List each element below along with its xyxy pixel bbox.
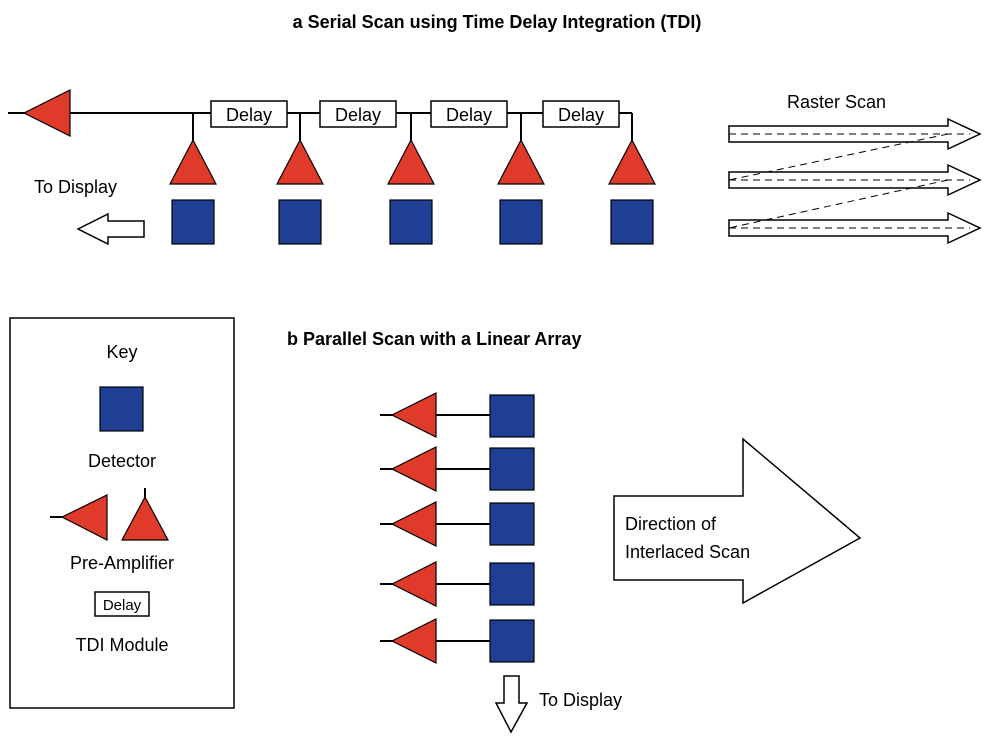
detector-chain	[276, 113, 324, 245]
detector-chain	[608, 113, 656, 245]
detector	[489, 619, 535, 663]
pre-amplifier	[497, 138, 545, 185]
key-amplifier-up-icon	[120, 488, 170, 541]
direction-label-line1: Direction of	[625, 514, 717, 534]
delay-module: Delay	[319, 100, 397, 128]
pre-amplifier	[169, 138, 217, 185]
delay-label: Delay	[226, 105, 272, 125]
detector	[389, 199, 433, 245]
pre-amplifier	[608, 138, 656, 185]
direction-label-line2: Interlaced Scan	[625, 542, 750, 562]
array-element	[380, 618, 535, 664]
interlaced-scan-arrow	[613, 437, 862, 605]
raster-scan-arrows	[728, 117, 982, 245]
pre-amplifier	[390, 446, 437, 492]
output-pre-amplifier	[22, 89, 71, 137]
key-tdi-module-label: TDI Module	[75, 635, 168, 655]
panel-a-title: a Serial Scan using Time Delay Integrati…	[293, 12, 702, 32]
array-element	[380, 501, 535, 547]
delay-label: Delay	[446, 105, 492, 125]
detector	[610, 199, 654, 245]
to-display-arrow-down	[494, 675, 529, 734]
detector	[499, 199, 543, 245]
delay-module: Delay	[430, 100, 508, 128]
key-detector-icon	[99, 386, 144, 432]
pre-amplifier	[390, 618, 437, 664]
detector	[278, 199, 322, 245]
delay-label: Delay	[335, 105, 381, 125]
pre-amplifier	[390, 561, 437, 607]
detector	[489, 502, 535, 546]
delay-label: Delay	[558, 105, 604, 125]
array-element	[380, 561, 535, 607]
detector	[489, 562, 535, 606]
raster-scan-label: Raster Scan	[787, 92, 886, 112]
detector-chain	[387, 113, 435, 245]
array-element	[380, 446, 535, 492]
pre-amplifier	[276, 138, 324, 185]
detector-chain	[169, 113, 217, 245]
delay-module: Delay	[542, 100, 620, 128]
to-display-arrow-left	[76, 212, 145, 246]
pre-amplifier	[387, 138, 435, 185]
array-element	[380, 392, 535, 438]
key-detector-label: Detector	[88, 451, 156, 471]
linear-array	[380, 392, 535, 664]
key-pre-amplifier-label: Pre-Amplifier	[70, 553, 174, 573]
to-display-label-b: To Display	[539, 690, 622, 710]
key-delay-icon	[94, 591, 150, 617]
detector	[171, 199, 215, 245]
key-delay-sample: Delay	[103, 597, 142, 614]
detector	[489, 447, 535, 491]
pre-amplifier	[390, 501, 437, 547]
key-amplifier-left-icon	[50, 494, 108, 541]
delay-module: Delay	[210, 100, 288, 128]
detector	[489, 394, 535, 438]
to-display-label-a: To Display	[34, 177, 117, 197]
key-title: Key	[106, 342, 137, 362]
key-box	[9, 317, 235, 709]
detector-chain	[497, 113, 545, 245]
pre-amplifier	[390, 392, 437, 438]
panel-b-title: b Parallel Scan with a Linear Array	[287, 329, 581, 349]
